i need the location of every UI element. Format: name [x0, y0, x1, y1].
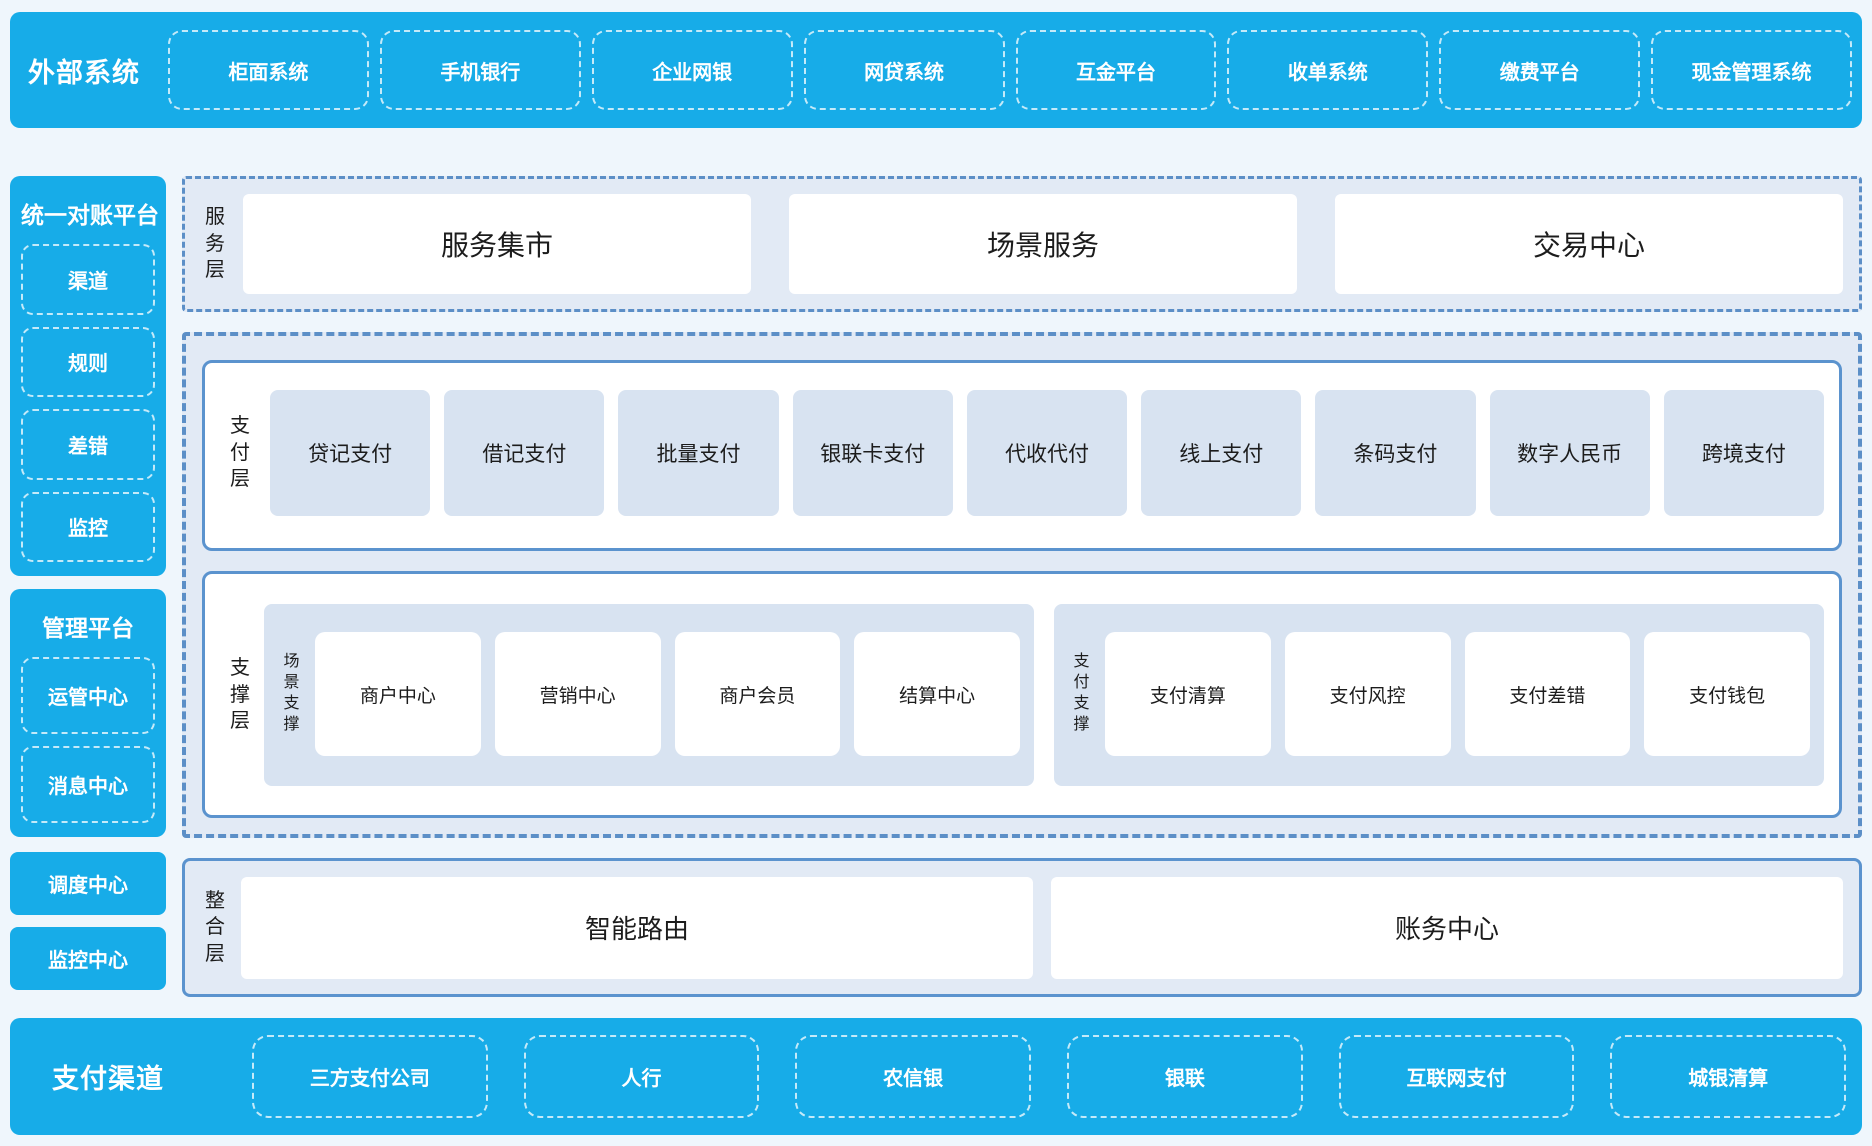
- external-systems-items: 柜面系统 手机银行 企业网银 网贷系统 互金平台 收单系统 缴费平台 现金管理系…: [168, 30, 1852, 110]
- external-systems-bar: 外部系统 柜面系统 手机银行 企业网银 网贷系统 互金平台 收单系统 缴费平台 …: [10, 12, 1862, 128]
- payment-layer-label: 支付层: [230, 415, 250, 491]
- node-unionpay: 银联: [1067, 1035, 1303, 1118]
- service-layer-label: 服务层: [205, 206, 225, 282]
- integration-layer-label: 整合层: [205, 889, 225, 965]
- node-service-market: 服务集市: [243, 194, 751, 294]
- node-settlement-center: 结算中心: [854, 632, 1020, 756]
- node-batch-payment: 批量支付: [618, 390, 779, 516]
- node-barcode-payment: 条码支付: [1315, 390, 1476, 516]
- node-mobile-banking: 手机银行: [379, 30, 581, 110]
- node-corporate-ebank: 企业网银: [591, 30, 793, 110]
- payment-channels-title: 支付渠道: [52, 1064, 164, 1094]
- service-layer-items: 服务集市 场景服务 交易中心: [243, 194, 1843, 294]
- node-payment-clearing: 支付清算: [1105, 632, 1271, 756]
- node-payment-wallet: 支付钱包: [1644, 632, 1810, 756]
- node-fee-payment-platform: 缴费平台: [1439, 30, 1641, 110]
- node-third-party-payment-company: 三方支付公司: [252, 1035, 488, 1118]
- node-city-bank-clearing: 城银清算: [1610, 1035, 1847, 1118]
- node-discrepancy: 差错: [21, 409, 155, 480]
- node-pboc: 人行: [523, 1035, 760, 1118]
- unified-reconciliation-title: 统一对账平台: [21, 202, 159, 228]
- node-scenario-service: 场景服务: [789, 194, 1297, 294]
- external-systems-title: 外部系统: [28, 57, 140, 88]
- node-internet-finance-platform: 互金平台: [1015, 30, 1217, 110]
- node-cash-management-system: 现金管理系统: [1651, 30, 1852, 110]
- node-merchant-member: 商户会员: [674, 632, 841, 756]
- node-dispatch-center: 调度中心: [10, 852, 166, 915]
- payment-support-group: 支付支撑 支付清算 支付风控 支付差错 支付钱包: [1054, 604, 1824, 786]
- management-platform-title: 管理平台: [42, 615, 134, 641]
- node-transaction-center: 交易中心: [1335, 194, 1843, 294]
- node-unionpay-card-payment: 银联卡支付: [792, 390, 953, 516]
- payment-channels-items: 三方支付公司 人行 农信银 银联 互联网支付 城银清算: [252, 1035, 1847, 1118]
- payment-support-label: 支付支撑: [1073, 653, 1090, 733]
- node-credit-payment: 贷记支付: [270, 390, 431, 516]
- diagram-body: 统一对账平台 渠道 规则 差错 监控 管理平台 运管中心 消息中心 调度中心 监…: [10, 176, 1862, 997]
- support-layer: 支撑层 场景支撑 商户中心 营销中心 商户会员 结算中心 支付支撑 支付清算: [202, 571, 1842, 818]
- node-rural-credit-bank: 农信银: [795, 1035, 1032, 1118]
- node-online-payment: 线上支付: [1141, 390, 1302, 516]
- node-collection-and-payment: 代收代付: [966, 390, 1128, 516]
- node-counter-system: 柜面系统: [168, 30, 369, 110]
- support-groups: 场景支撑 商户中心 营销中心 商户会员 结算中心 支付支撑 支付清算 支付风控 …: [264, 604, 1824, 786]
- payment-layer: 支付层 贷记支付 借记支付 批量支付 银联卡支付 代收代付 线上支付 条码支付 …: [202, 360, 1842, 551]
- integration-layer-items: 智能路由 账务中心: [241, 876, 1843, 979]
- payment-channels-bar: 支付渠道 三方支付公司 人行 农信银 银联 互联网支付 城银清算: [10, 1018, 1862, 1135]
- core-container: 支付层 贷记支付 借记支付 批量支付 银联卡支付 代收代付 线上支付 条码支付 …: [182, 332, 1862, 838]
- support-layer-label: 支撑层: [230, 657, 250, 733]
- node-internet-payment: 互联网支付: [1338, 1035, 1575, 1118]
- node-payment-risk-control: 支付风控: [1284, 632, 1451, 756]
- node-channel: 渠道: [21, 244, 155, 315]
- node-message-center: 消息中心: [21, 746, 155, 823]
- node-acquiring-system: 收单系统: [1227, 30, 1429, 110]
- node-marketing-center: 营销中心: [494, 632, 661, 756]
- node-monitoring-center: 监控中心: [10, 927, 166, 990]
- node-rules: 规则: [21, 326, 155, 397]
- node-digital-rmb: 数字人民币: [1489, 390, 1650, 516]
- management-platform-panel: 管理平台 运管中心 消息中心: [10, 589, 166, 837]
- node-monitoring: 监控: [21, 491, 155, 562]
- node-payment-discrepancy: 支付差错: [1464, 632, 1631, 756]
- node-smart-routing: 智能路由: [241, 876, 1033, 979]
- unified-reconciliation-panel: 统一对账平台 渠道 规则 差错 监控: [10, 176, 166, 576]
- node-debit-payment: 借记支付: [444, 390, 605, 516]
- scenario-support-label: 场景支撑: [283, 653, 300, 733]
- scenario-support-group: 场景支撑 商户中心 营销中心 商户会员 结算中心: [264, 604, 1034, 786]
- service-layer: 服务层 服务集市 场景服务 交易中心: [182, 176, 1862, 312]
- integration-layer: 整合层 智能路由 账务中心: [182, 858, 1862, 997]
- node-merchant-center: 商户中心: [315, 632, 481, 756]
- node-online-loan-system: 网贷系统: [803, 30, 1005, 110]
- node-operation-center: 运管中心: [21, 657, 155, 734]
- node-accounting-center: 账务中心: [1051, 876, 1843, 979]
- node-cross-border-payment: 跨境支付: [1663, 390, 1824, 516]
- layers-area: 服务层 服务集市 场景服务 交易中心 支付层 贷记支付 借记支付 批量支付 银联…: [182, 176, 1862, 997]
- left-sidebar: 统一对账平台 渠道 规则 差错 监控 管理平台 运管中心 消息中心 调度中心 监…: [10, 176, 166, 990]
